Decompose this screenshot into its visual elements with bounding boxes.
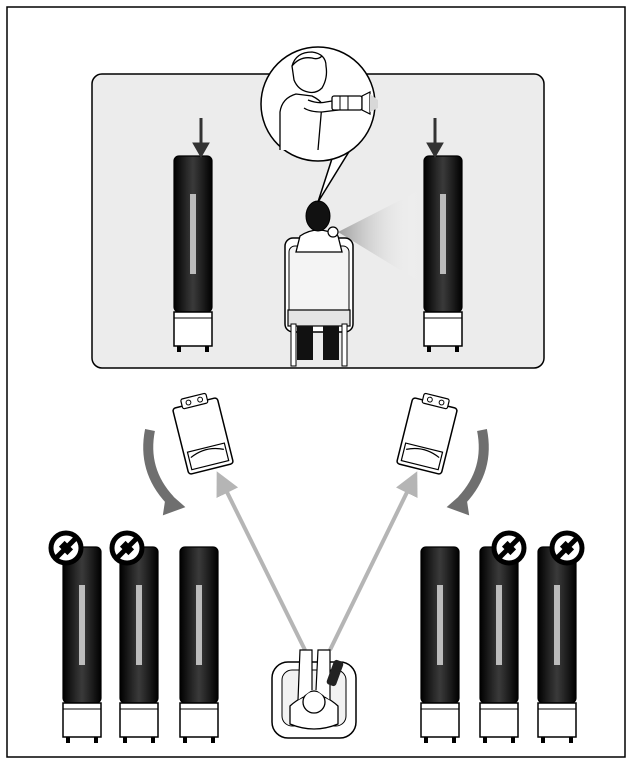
front-left-speaker-icon [173,155,213,353]
prohibited-icon [494,533,524,563]
prohibited-icon [112,533,142,563]
rotate-arrow-icon [143,429,186,516]
speaker-icon [420,546,460,744]
seated-listener-icon [284,200,354,367]
rotate-arrow-icon [446,429,489,516]
sight-line-left [216,471,307,651]
front-right-speaker-icon [423,155,463,353]
speaker-icon [119,546,159,744]
sight-line-right [328,471,418,651]
prohibited-icon [552,533,582,563]
person-with-light-icon [260,46,378,203]
speaker-icon [179,546,219,744]
light-beam [338,190,420,282]
down-arrow-icon [192,118,210,159]
down-arrow-icon [426,118,444,159]
prohibited-icon [51,533,81,563]
listener-icon [271,649,357,739]
speaker-icon [62,546,102,744]
speaker-icon [479,546,519,744]
speaker-icon [537,546,577,744]
